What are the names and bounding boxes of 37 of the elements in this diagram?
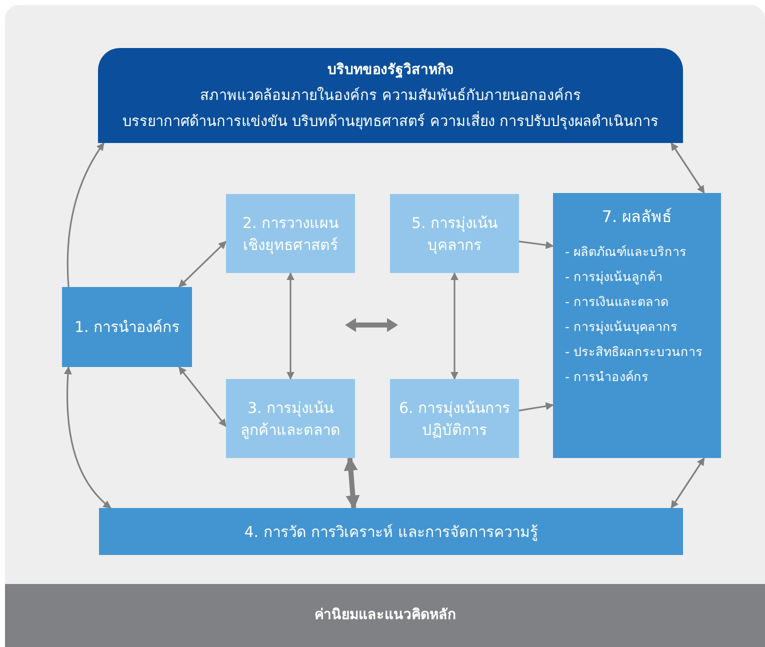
process-box bbox=[390, 379, 519, 458]
arrow bbox=[64, 366, 112, 509]
box-label: 3. การมุ่งเน้นลูกค้าและตลาด bbox=[240, 398, 342, 440]
box-label: 2. การวางแผนเชิงยุทธศาสตร์ bbox=[241, 212, 340, 256]
context-text: สภาพแวดล้อมภายในองค์กร ความสัมพันธ์กับภายนอกองค์กร bbox=[200, 86, 581, 106]
results-item: - การเงินและตลาด bbox=[565, 293, 668, 311]
arrow bbox=[286, 272, 294, 380]
arrow bbox=[670, 457, 705, 509]
context-heading: บริบทของรัฐวิสาหกิจ bbox=[328, 60, 454, 80]
results-item: - การมุ่งเน้นบุคลากร bbox=[565, 318, 678, 336]
arrow bbox=[178, 366, 227, 428]
process-box bbox=[62, 287, 192, 367]
results-item: - การนำองค์กร bbox=[565, 368, 648, 386]
footer-band bbox=[5, 584, 765, 647]
context-text: บรรยากาศด้านการแข่งขัน บริบทด้านยุทธศาสตร์ ความเสี่ยง การปรับปรุงผลดำเนินการ bbox=[122, 110, 658, 132]
box-label: 1. การนำองค์กร bbox=[74, 317, 180, 338]
results-item: - ผลิตภัณฑ์และบริการ bbox=[565, 243, 686, 261]
arrow bbox=[518, 402, 554, 412]
results-item: - ประสิทธิผลกระบวนการ bbox=[565, 343, 702, 361]
arrow bbox=[178, 240, 227, 288]
arrow bbox=[66, 142, 105, 288]
process-box bbox=[390, 194, 519, 273]
box-label: 6. การมุ่งเน้นการปฏิบัติการ bbox=[398, 398, 511, 440]
results-heading: 7. ผลลัพธ์ bbox=[602, 206, 672, 228]
results-item: - การมุ่งเน้นลูกค้า bbox=[565, 268, 662, 286]
arrow bbox=[518, 240, 554, 249]
box-label: 4. การวัด การวิเคราะห์ และการจัดการความรู้ bbox=[244, 522, 538, 542]
header-banner bbox=[98, 48, 683, 143]
process-box bbox=[553, 193, 721, 458]
process-box bbox=[226, 194, 355, 273]
arrow bbox=[450, 272, 458, 380]
box-label: 5. การมุ่งเน้นบุคลากร bbox=[410, 212, 499, 256]
arrow bbox=[670, 142, 705, 194]
core-values-label: ค่านิยมและแนวคิดหลัก bbox=[314, 606, 456, 625]
process-box bbox=[99, 508, 683, 555]
process-box bbox=[226, 379, 355, 458]
arrow bbox=[344, 456, 360, 510]
